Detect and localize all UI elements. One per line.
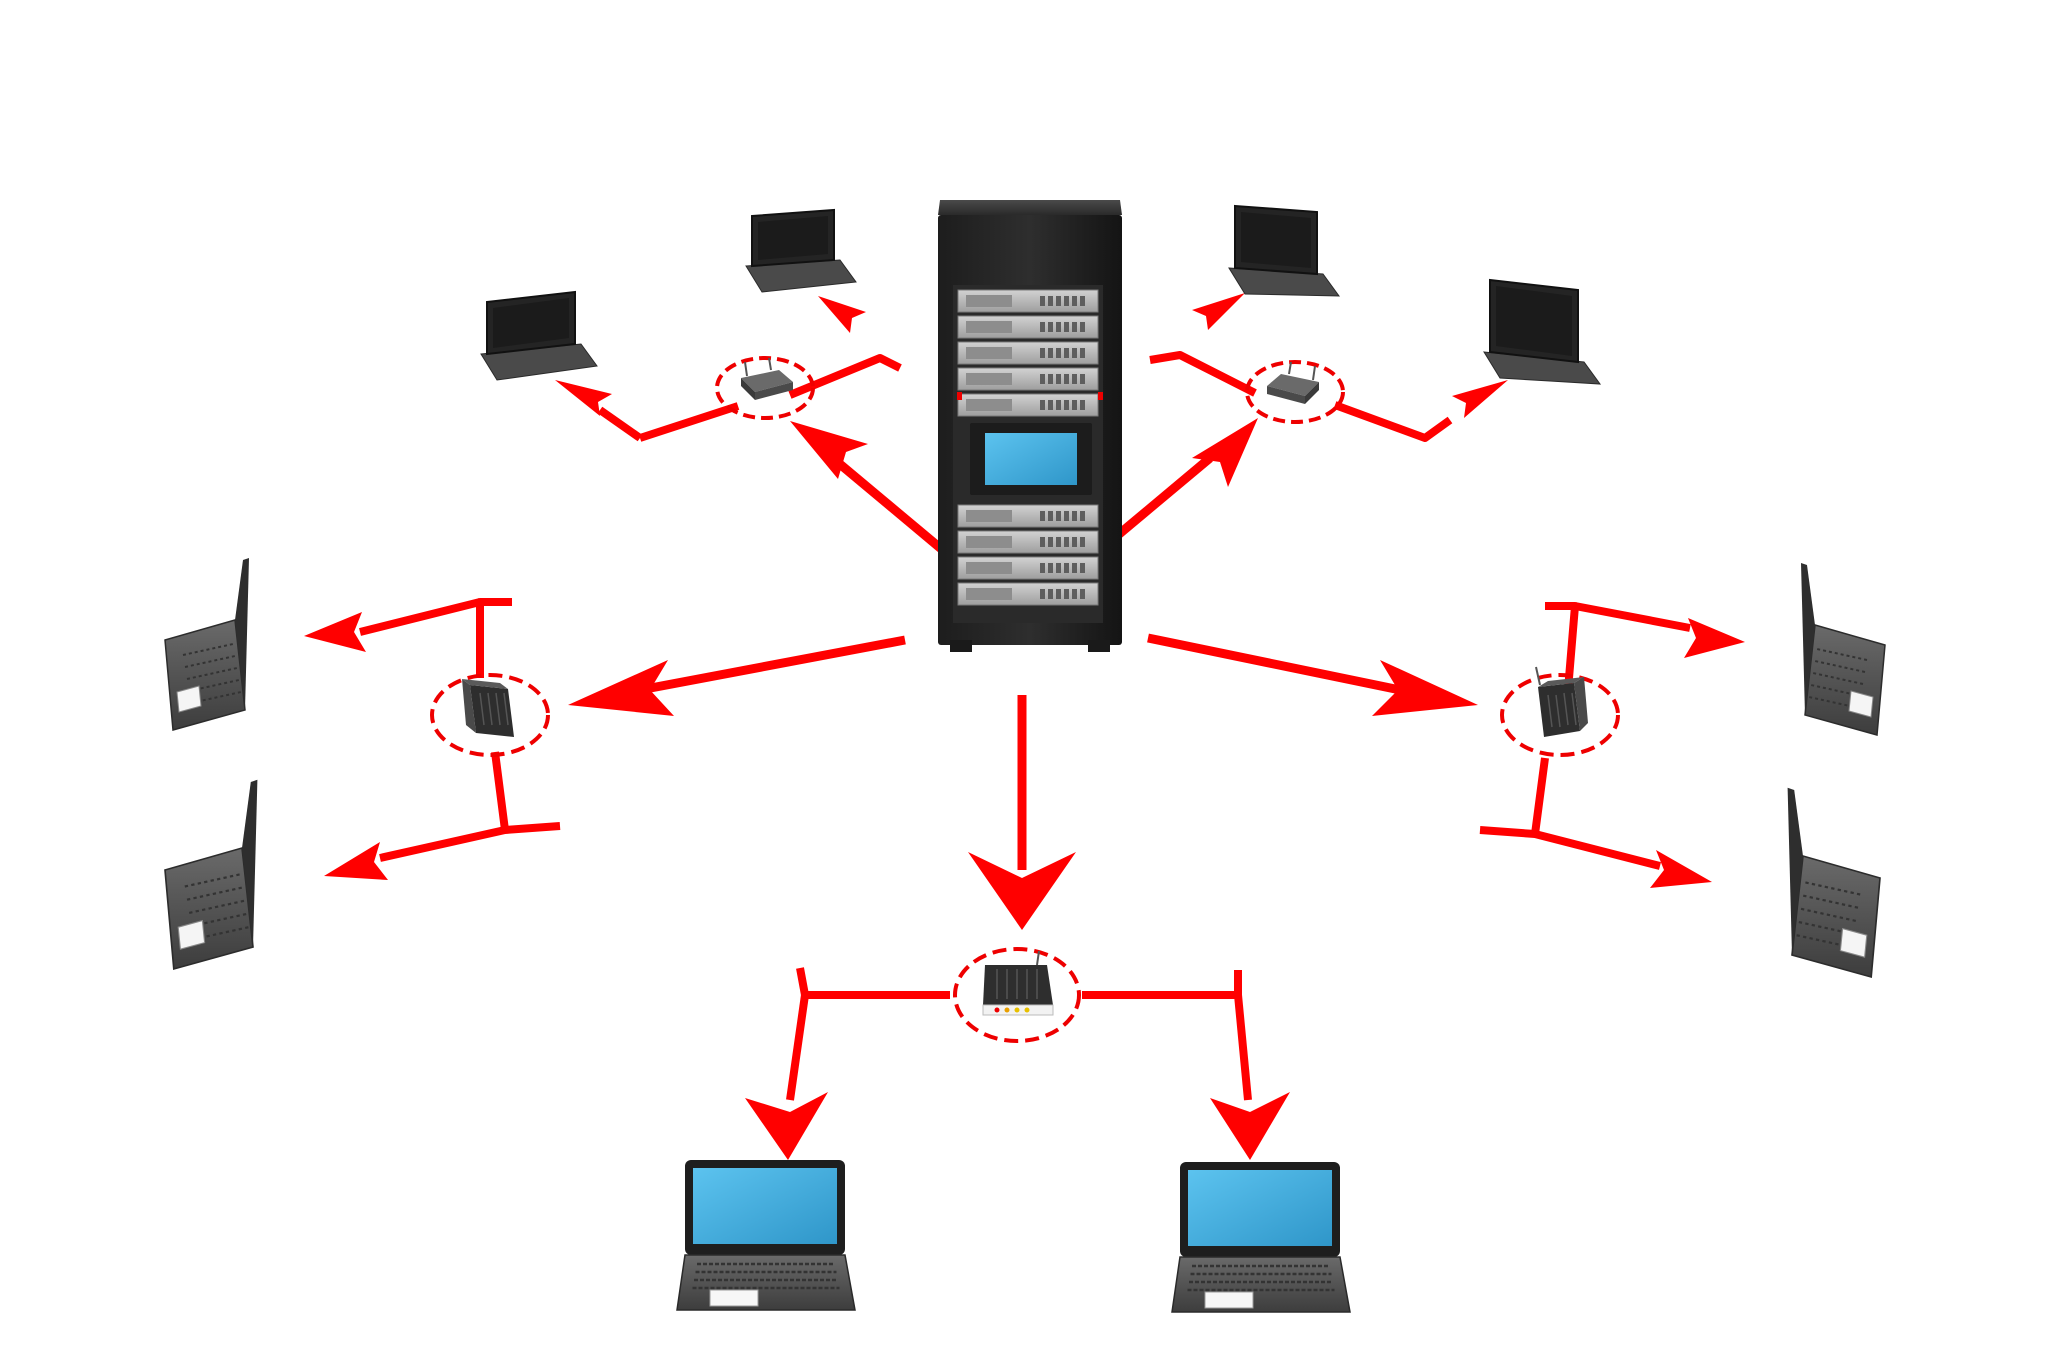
rack-unit — [957, 556, 1099, 580]
rack-unit — [957, 582, 1099, 606]
router-right — [1500, 666, 1620, 757]
arrowhead-laptop-left-a — [304, 612, 366, 652]
rack-unit — [957, 315, 1099, 339]
arrow-router-top-right-branches — [1149, 351, 1453, 442]
arrowhead-laptop-top-right-b — [1452, 380, 1508, 418]
rack-unit — [957, 504, 1099, 528]
laptop-top-left-a — [480, 290, 598, 381]
server-rack — [938, 200, 1122, 652]
laptop-top-right-b — [1483, 278, 1602, 385]
arrow-router-right-branches — [1479, 602, 1691, 870]
arrowhead-laptop-top-left-b — [555, 380, 612, 416]
router-top-right — [1245, 360, 1345, 424]
arrowhead-laptop-left-b — [324, 842, 388, 880]
rack-units-lower — [957, 504, 1099, 606]
router-top-left — [715, 356, 815, 420]
rack-unit — [957, 530, 1099, 554]
laptop-left-b — [164, 779, 258, 971]
laptop-bottom-b — [1171, 1162, 1351, 1313]
arrow-router-bottom-branches — [786, 967, 1252, 1101]
arrow-router-top-left-branches — [597, 354, 902, 442]
arrowhead-laptop-bottom-b — [1210, 1092, 1290, 1160]
rack-monitor-screen — [985, 433, 1077, 485]
laptop-top-left-b — [745, 208, 857, 293]
laptop-right-a — [1801, 563, 1886, 736]
connection-arrows — [304, 293, 1745, 1160]
rack-unit — [957, 289, 1099, 313]
arrowhead-laptop-right-b — [1650, 850, 1712, 888]
laptop-left-a — [164, 558, 249, 731]
rack-units-upper — [957, 289, 1099, 417]
arrowhead-laptop-top-right-a — [1192, 293, 1245, 330]
arrowhead-laptop-bottom-a — [745, 1092, 828, 1160]
arrowhead-laptop-top-left-a — [818, 296, 866, 333]
arrow-server-to-router-bottom — [968, 695, 1076, 930]
laptop-top-right-a — [1228, 204, 1340, 297]
router-bottom — [953, 947, 1081, 1043]
laptop-right-b — [1787, 787, 1881, 979]
router-left — [430, 673, 550, 757]
laptops — [164, 204, 1886, 1313]
arrow-server-to-router-top-left — [790, 421, 948, 556]
rack-unit — [957, 393, 1099, 417]
arrow-router-left-branches — [359, 598, 561, 862]
arrow-server-to-router-left — [568, 635, 906, 716]
arrow-server-to-router-right — [1147, 633, 1478, 716]
rack-unit — [957, 367, 1099, 391]
arrowhead-laptop-right-a — [1684, 618, 1745, 658]
rack-unit — [957, 341, 1099, 365]
laptop-bottom-a — [676, 1160, 856, 1311]
arrow-server-to-router-top-right — [1115, 418, 1258, 539]
